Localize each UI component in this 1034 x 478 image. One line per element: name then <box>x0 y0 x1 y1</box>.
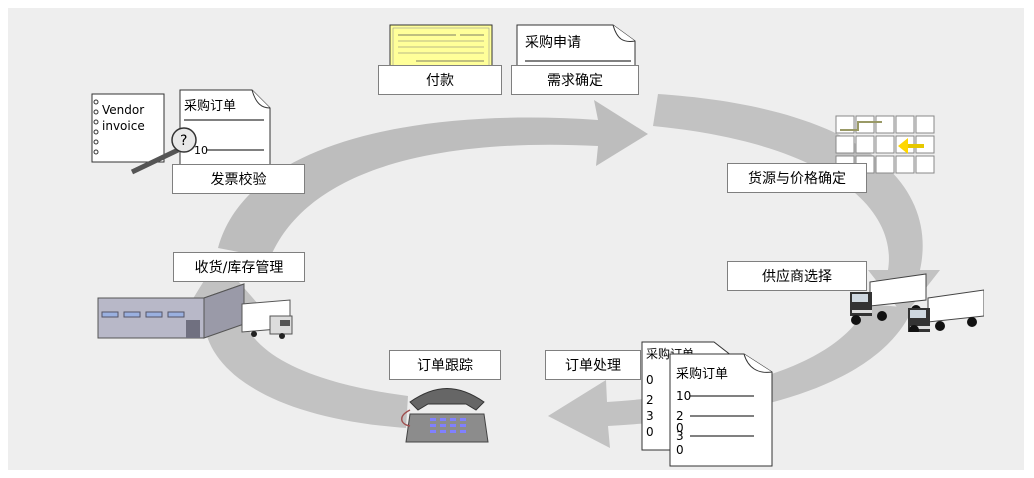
po-back-num-1: 0 <box>646 373 654 387</box>
po-front-num-5: 0 <box>676 443 684 457</box>
trucks-icon <box>850 273 984 332</box>
label-payment: 付款 <box>378 65 502 95</box>
po-back-num-2: 2 <box>646 393 654 407</box>
label-order-track: 订单跟踪 <box>389 350 501 380</box>
po-front-title: 采购订单 <box>676 366 728 382</box>
arrow-bottom <box>548 304 913 448</box>
label-requirement: 需求确定 <box>511 65 639 95</box>
po-back-num-3: 3 <box>646 409 654 423</box>
label-invoice-verify: 发票校验 <box>172 164 305 194</box>
label-source-price: 货源与价格确定 <box>727 163 867 193</box>
telephone-icon <box>401 388 489 443</box>
magnifier-question-mark: ? <box>180 133 187 149</box>
po-back-num-4: 0 <box>646 425 654 439</box>
purchase-order-stack-icon: 采购订单 0 2 3 0 采购订单 10 2 0 3 0 <box>641 341 773 467</box>
arrow-top <box>218 100 648 258</box>
po-invoice-title: 采购订单 <box>184 98 236 114</box>
po-front-num-2: 2 <box>676 409 684 423</box>
source-grid-icon <box>835 115 935 174</box>
label-order-process: 订单处理 <box>545 350 641 380</box>
vendor-invoice-icon: Vendor invoice 采购订单 10 20 ? <box>91 89 271 178</box>
label-vendor-select: 供应商选择 <box>727 261 867 291</box>
vendor-invoice-line1: Vendor <box>102 103 144 117</box>
label-receiving: 收货/库存管理 <box>173 252 305 282</box>
warehouse-icon <box>97 283 293 339</box>
po-front-num-4: 3 <box>676 429 684 443</box>
purchase-request-title: 采购申请 <box>525 35 581 51</box>
po-front-num-1: 10 <box>676 389 691 403</box>
po-invoice-num-1: 10 <box>194 144 208 157</box>
process-diagram: 采购申请 采购订单 0 <box>8 8 1024 470</box>
purchase-request-document-icon: 采购申请 <box>516 24 636 74</box>
magnifier-icon <box>171 127 197 153</box>
vendor-invoice-line2: invoice <box>102 119 145 133</box>
po-front-num-3: 0 <box>676 421 684 435</box>
